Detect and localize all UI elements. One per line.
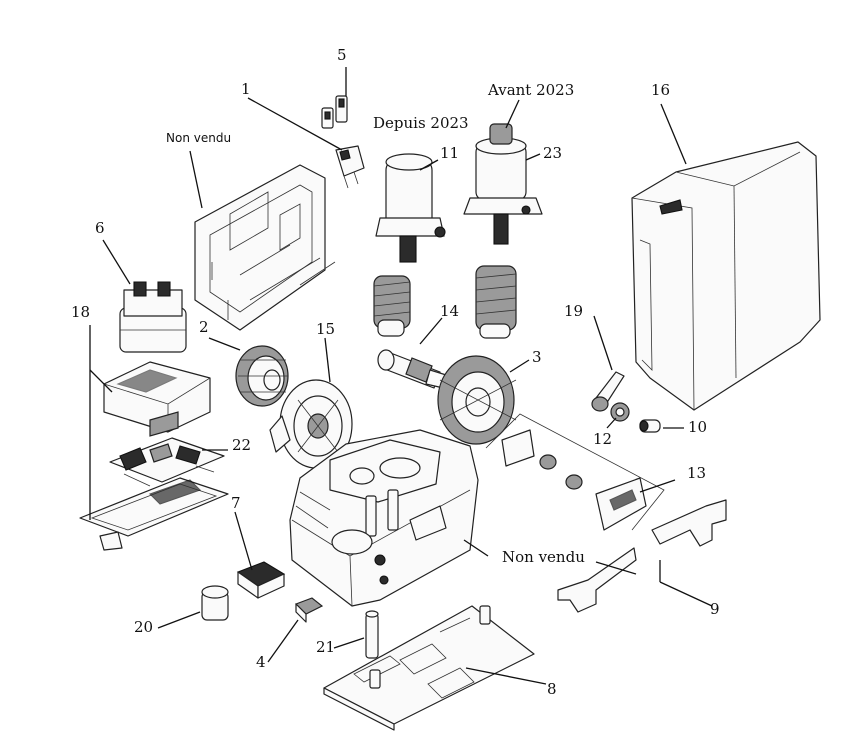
part-19-release-lever — [591, 371, 625, 412]
leader-lines — [89, 67, 713, 685]
caption-not-sold-bottom: Non vendu — [502, 548, 585, 566]
part-22-control-board — [109, 437, 225, 487]
part-number-labels: 5 1 16 11 23 6 18 14 19 2 15 3 10 12 22 … — [71, 46, 720, 698]
label-7: 7 — [231, 494, 241, 512]
part-20-knob — [201, 585, 229, 621]
part-5-connectors — [321, 95, 348, 129]
part-16-cover — [631, 141, 821, 411]
label-19: 19 — [564, 302, 583, 320]
label-12: 12 — [593, 430, 612, 448]
part-10-lock-insert — [639, 419, 661, 433]
part-9-brackets — [557, 499, 727, 613]
board-base-tray — [79, 477, 229, 551]
label-4: 4 — [256, 653, 266, 671]
label-10: 10 — [688, 418, 707, 436]
label-14: 14 — [440, 302, 459, 320]
captions: Non vendu Depuis 2023 Avant 2023 Non ven… — [166, 81, 585, 566]
worm-screw-2023 — [373, 275, 411, 337]
label-21: 21 — [316, 638, 335, 656]
label-22: 22 — [232, 436, 251, 454]
frame-bracket — [194, 164, 336, 331]
part-3-worm-wheel — [437, 355, 517, 445]
part-12-nut — [610, 402, 630, 422]
part-1-limit-switch — [335, 145, 365, 189]
label-16: 16 — [651, 81, 670, 99]
label-23: 23 — [543, 144, 562, 162]
part-7-module — [236, 561, 286, 599]
label-1: 1 — [241, 80, 251, 98]
label-8: 8 — [547, 680, 557, 698]
label-5: 5 — [337, 46, 347, 64]
label-2: 2 — [199, 318, 209, 336]
part-6-transformer — [119, 281, 187, 353]
worm-screw-pre-2023 — [475, 265, 517, 339]
part-11-motor-2023 — [375, 153, 446, 263]
label-15: 13 — [687, 464, 706, 482]
part-23-motor-pre-2023 — [463, 123, 543, 245]
part-4-terminal — [294, 597, 324, 623]
label-6: 6 — [95, 219, 105, 237]
label-3: 3 — [532, 348, 542, 366]
label-20: 20 — [134, 618, 153, 636]
label-11: 11 — [440, 144, 459, 162]
label-9: 9 — [710, 600, 720, 618]
part-8-base-plate — [323, 605, 535, 731]
caption-since-2023: Depuis 2023 — [373, 114, 469, 132]
part-13-flange — [269, 379, 353, 469]
label-18: 18 — [71, 303, 90, 321]
part-21-stud — [365, 610, 379, 659]
caption-before-2023: Avant 2023 — [487, 81, 574, 99]
label-13: 15 — [316, 320, 335, 338]
caption-not-sold-top: Non vendu — [166, 131, 231, 145]
part-18-control-box — [103, 361, 211, 437]
main-housing — [289, 429, 479, 607]
part-2-pinion — [235, 345, 289, 407]
part-15-release-kit — [485, 413, 665, 531]
